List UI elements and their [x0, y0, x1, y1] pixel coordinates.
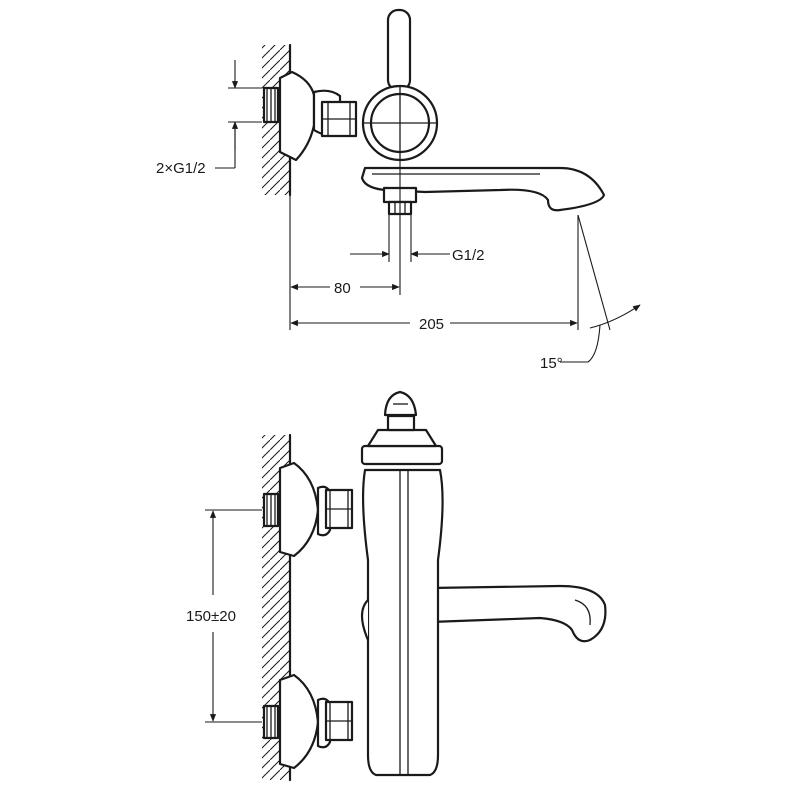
label-dim-centers: 150±20 — [186, 608, 236, 625]
mixer-body-front — [360, 390, 444, 777]
inlet-connector-top — [262, 70, 358, 162]
label-dim-angle: 15° — [540, 355, 563, 372]
label-inlet-thread: 2×G1/2 — [156, 160, 206, 177]
label-outlet-thread: G1/2 — [452, 247, 485, 264]
dim-205: 205 — [290, 215, 579, 333]
mixer-body-top — [361, 8, 439, 162]
spout-top — [360, 166, 606, 216]
dim-angle: 15° — [540, 214, 641, 372]
spout-front — [428, 584, 607, 643]
dim-centers: 150±20 — [186, 509, 262, 723]
label-dim-205: 205 — [419, 316, 444, 333]
dim-outlet-top: G1/2 — [350, 214, 485, 264]
label-dim-80: 80 — [334, 280, 351, 297]
dim-inlet-top: 2×G1/2 — [156, 60, 262, 177]
front-view: 150±20 — [186, 390, 607, 782]
top-view: 2×G1/2 G1/2 80 205 — [156, 8, 641, 372]
dim-80: 80 — [289, 160, 401, 330]
inlet-connector-lower — [262, 673, 354, 770]
inlet-connector-upper — [262, 461, 354, 558]
